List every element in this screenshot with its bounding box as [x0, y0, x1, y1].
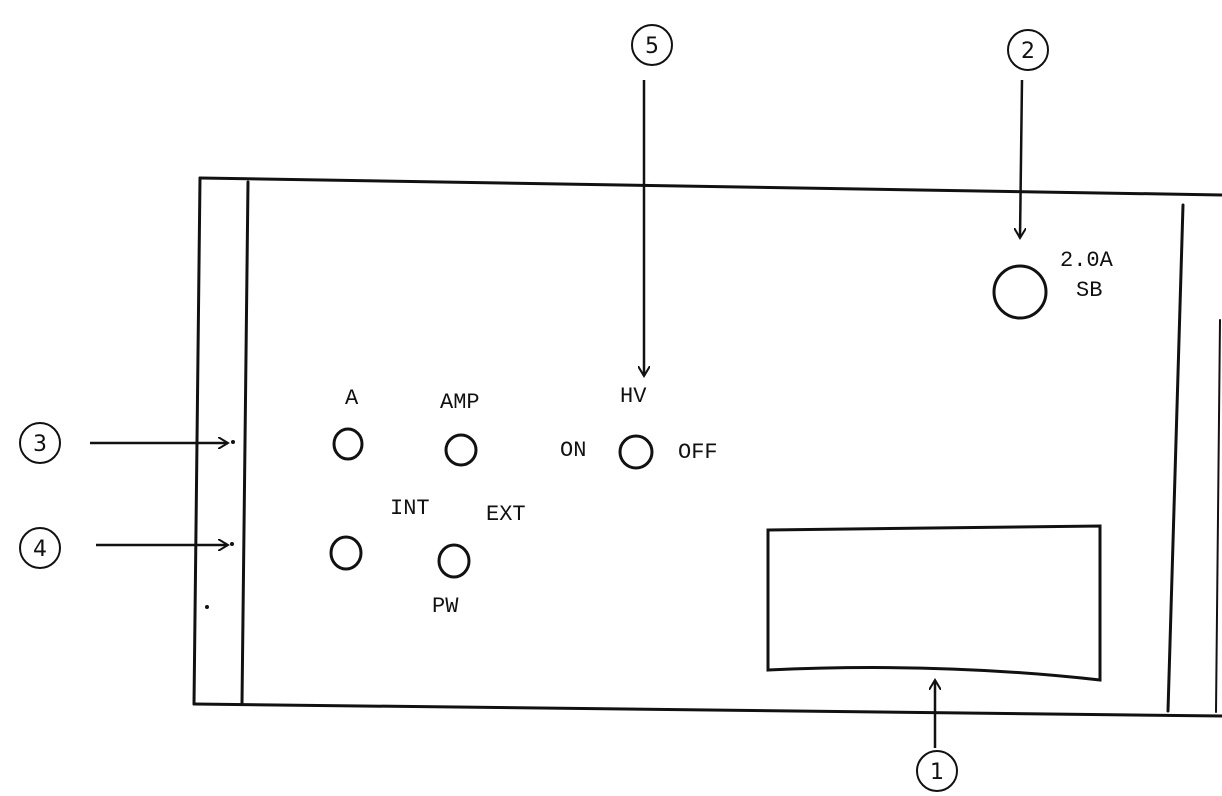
- callout-2-number: 2: [1021, 39, 1035, 64]
- callout-1: 1: [916, 680, 958, 792]
- callout-2: 2: [1007, 29, 1049, 238]
- hv-label: HV: [620, 384, 647, 409]
- pw-ext-label: EXT: [486, 502, 526, 527]
- panel-dot-3: [231, 440, 235, 444]
- panel-left-strip-line: [240, 180, 250, 705]
- fuse-type-label: SB: [1076, 278, 1102, 303]
- callout-4: 4: [19, 527, 228, 569]
- lower-left-control: [329, 535, 363, 571]
- indicator-amp-lamp: [444, 433, 478, 467]
- panel-dot-5: [205, 605, 209, 609]
- pw-label: PW: [432, 594, 459, 619]
- callout-2-arrow: [1020, 79, 1022, 238]
- callout-1-circle: [916, 750, 958, 792]
- hv-switch-knob: [618, 434, 654, 470]
- indicator-amp-label: AMP: [440, 390, 480, 415]
- pw-switch: INT EXT PW: [390, 496, 526, 619]
- indicator-a-lamp: [332, 427, 364, 461]
- callout-4-number: 4: [33, 537, 47, 562]
- pw-switch-knob: [437, 543, 471, 579]
- callout-1-number: 1: [930, 760, 944, 785]
- display-window: [766, 524, 1102, 682]
- fuse-rating-label: 2.0A: [1060, 248, 1114, 273]
- callout-4-circle: [19, 527, 61, 569]
- hv-off-label: OFF: [678, 440, 718, 465]
- hv-switch: HV ON OFF: [560, 384, 718, 470]
- callout-5: 5: [631, 24, 673, 376]
- indicator-amp: AMP: [440, 390, 480, 467]
- callout-5-circle: [631, 24, 673, 66]
- hv-on-label: ON: [560, 438, 586, 463]
- callout-3-circle: [19, 422, 61, 464]
- fuse-holder-circle: [992, 264, 1048, 320]
- callout-3-number: 3: [33, 432, 47, 457]
- callout-2-circle: [1007, 29, 1049, 71]
- callout-5-number: 5: [645, 34, 659, 59]
- pw-int-label: INT: [390, 496, 430, 521]
- indicator-a: A: [332, 386, 364, 461]
- panel-right-strip-line: [1166, 203, 1185, 713]
- panel-outline: [192, 176, 1222, 718]
- callout-3: 3: [19, 422, 228, 464]
- fuse-holder: 2.0A SB: [992, 248, 1114, 320]
- indicator-a-label: A: [345, 386, 359, 411]
- panel-dot-4: [230, 542, 234, 546]
